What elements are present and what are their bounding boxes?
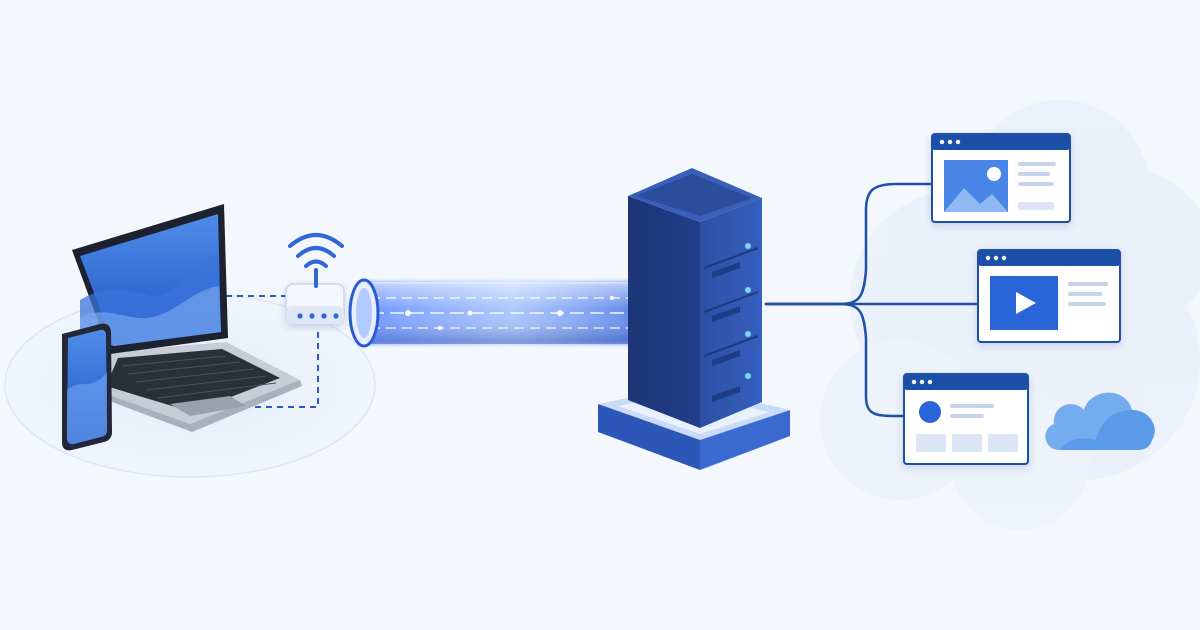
cloud-icon [1045,392,1155,450]
avatar-icon [919,401,941,423]
server-output-connectors [764,182,980,418]
server-status-leds [745,243,751,379]
wifi-signal-icon [288,233,344,288]
video-browser-window-icon [977,249,1121,343]
play-icon [1016,292,1036,314]
laptop-icon [72,204,302,432]
server-tower-icon [598,168,790,470]
wifi-router-icon [285,282,345,325]
encrypted-tunnel [348,274,675,352]
image-browser-window-icon [931,133,1071,223]
profile-browser-window-icon [903,373,1029,465]
device-router-connectors [222,295,319,408]
smartphone-icon [62,323,112,451]
